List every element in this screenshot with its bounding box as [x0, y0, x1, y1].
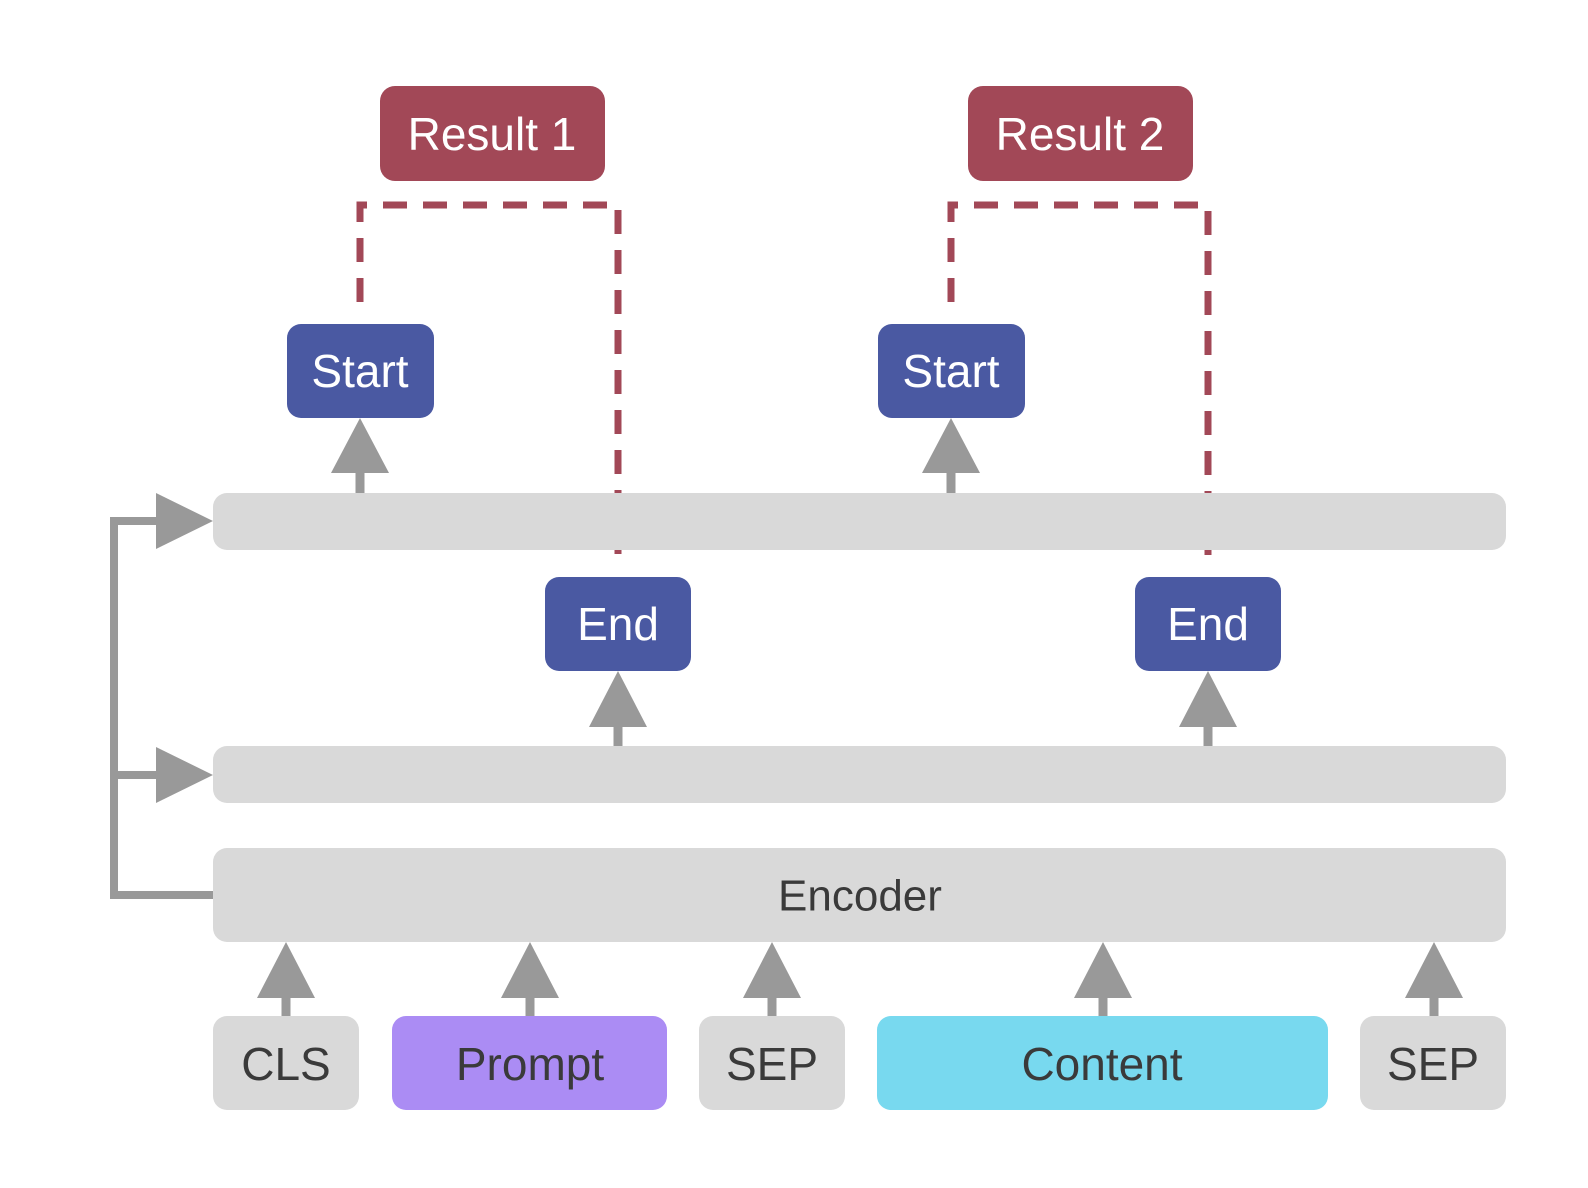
- token-sep-2: SEP: [1360, 1016, 1506, 1110]
- token-cls-label: CLS: [241, 1038, 330, 1090]
- result-2-label: Result 2: [996, 108, 1165, 160]
- token-prompt-label: Prompt: [456, 1038, 604, 1090]
- arrow-to-end-2: [1179, 671, 1237, 746]
- end-box-2: End: [1135, 577, 1281, 671]
- token-prompt: Prompt: [392, 1016, 667, 1110]
- result-1-connector: [356, 201, 622, 565]
- result-2-box: Result 2: [968, 86, 1193, 181]
- encoder-label: Encoder: [778, 872, 942, 921]
- arrow-to-end-layer: [156, 747, 213, 803]
- arrow-cls-to-encoder: [257, 942, 315, 1016]
- end-layer: [213, 746, 1506, 803]
- arrow-sep2-to-encoder: [1405, 942, 1463, 1016]
- token-content-label: Content: [1021, 1038, 1182, 1090]
- arrow-sep1-to-encoder: [743, 942, 801, 1016]
- token-sep-2-label: SEP: [1387, 1038, 1479, 1090]
- result-1-label: Result 1: [408, 108, 577, 160]
- start-box-2: Start: [878, 324, 1025, 418]
- arrow-to-start-layer: [156, 493, 213, 549]
- token-sep-1-label: SEP: [726, 1038, 818, 1090]
- end-2-label: End: [1167, 598, 1249, 650]
- arrow-to-start-2: [922, 418, 980, 493]
- end-1-label: End: [577, 598, 659, 650]
- arrow-content-to-encoder: [1074, 942, 1132, 1016]
- result-1-box: Result 1: [380, 86, 605, 181]
- start-2-label: Start: [902, 345, 999, 397]
- encoder-block: Encoder: [213, 848, 1506, 942]
- arrow-to-start-1: [331, 418, 389, 493]
- encoder-feedback-connector: [110, 517, 213, 899]
- result-2-connector: [947, 201, 1212, 565]
- start-box-1: Start: [287, 324, 434, 418]
- arrow-to-end-1: [589, 671, 647, 746]
- arrow-prompt-to-encoder: [501, 942, 559, 1016]
- start-layer: [213, 493, 1506, 550]
- token-sep-1: SEP: [699, 1016, 845, 1110]
- start-1-label: Start: [311, 345, 408, 397]
- token-content: Content: [877, 1016, 1328, 1110]
- token-cls: CLS: [213, 1016, 359, 1110]
- end-box-1: End: [545, 577, 691, 671]
